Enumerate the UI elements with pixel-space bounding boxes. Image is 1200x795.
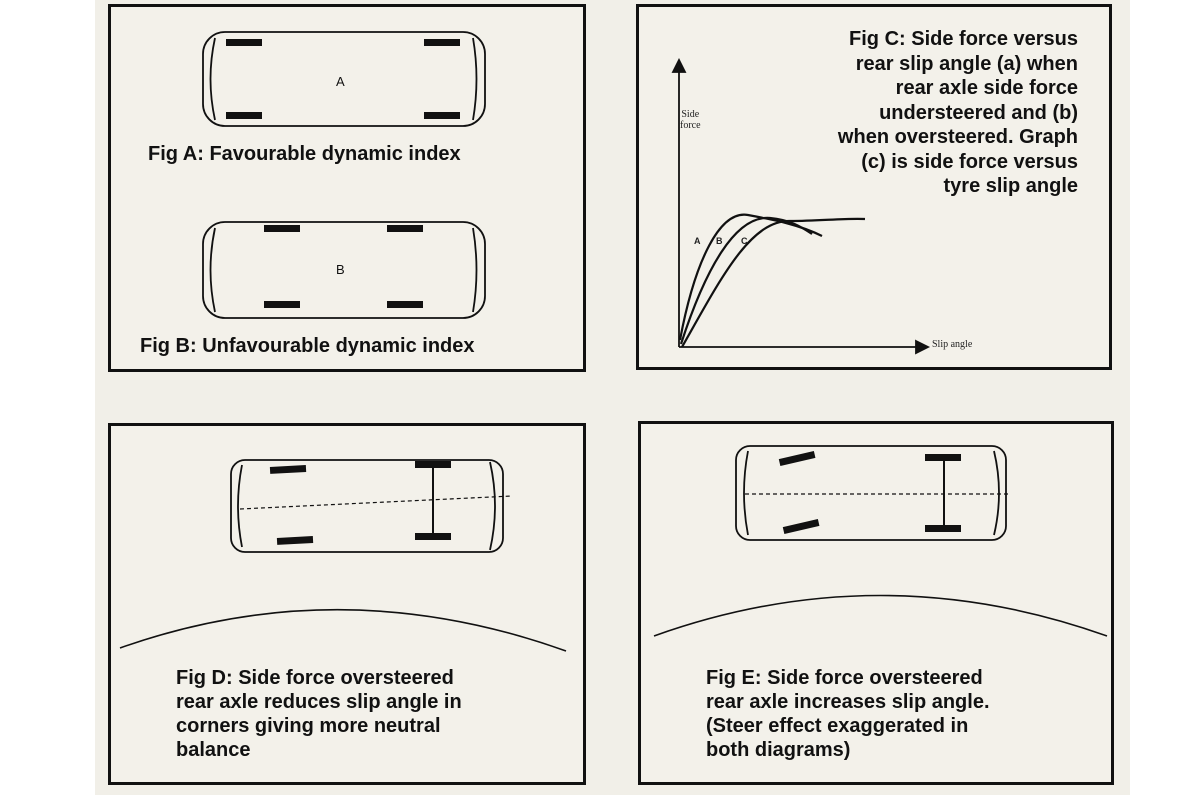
caption-fig-c-line-5: when oversteered. Graph <box>837 126 1078 148</box>
caption-fig-c-line-2: rear slip angle (a) when <box>855 52 1078 75</box>
panel-fig-c <box>636 4 1112 370</box>
caption-fig-a: Fig A: Favourable dynamic index <box>148 143 461 165</box>
caption-fig-b: Fig B: Unfavourable dynamic index <box>140 335 475 357</box>
caption-fig-c-line-3: rear axle side force <box>895 77 1078 99</box>
panel-fig-e <box>638 421 1114 785</box>
curve-a <box>678 213 823 341</box>
x-axis-label: Slip angle <box>932 339 973 350</box>
caption-fig-e-line-3: (Steer effect exaggerated in <box>706 715 969 737</box>
y-axis-label: Side force <box>680 109 701 131</box>
caption-fig-c-line-4: understeered and (b) <box>879 101 1078 124</box>
car-a-outline <box>202 31 486 127</box>
curve-b-label: B <box>716 236 723 246</box>
caption-fig-e-line-2: rear axle increases slip angle. <box>706 691 990 713</box>
car-b-outline <box>202 221 486 319</box>
caption-fig-c: Fig C: Side force versus rear slip angle… <box>752 27 1078 199</box>
caption-fig-d-line-3: corners giving more neutral <box>176 715 441 737</box>
tyres <box>226 39 961 545</box>
caption-fig-c-line-1: Fig C: Side force versus <box>849 28 1078 50</box>
curve-c-label: C <box>741 236 748 246</box>
y-axis-label-line-2: force <box>680 120 701 131</box>
panel-fig-a-b <box>108 4 586 372</box>
caption-fig-e: Fig E: Side force oversteered rear axle … <box>706 666 990 762</box>
y-axis-label-line-1: Side <box>681 109 700 120</box>
car-e-outline <box>735 445 1010 541</box>
road-curve-d <box>119 608 567 652</box>
caption-fig-e-line-4: both diagrams) <box>706 739 851 761</box>
car-a-label: A <box>336 74 345 89</box>
car-b-label: B <box>336 262 345 277</box>
curve-b <box>679 216 813 345</box>
curve-c <box>681 217 866 348</box>
caption-fig-c-line-7: tyre slip angle <box>943 175 1079 197</box>
caption-fig-d-line-2: rear axle reduces slip angle in <box>176 691 462 713</box>
caption-fig-d-line-1: Fig D: Side force oversteered <box>176 667 454 689</box>
caption-fig-c-line-6: (c) is side force versus <box>861 150 1078 173</box>
caption-fig-e-line-1: Fig E: Side force oversteered <box>706 667 983 689</box>
caption-fig-d: Fig D: Side force oversteered rear axle … <box>176 666 462 762</box>
caption-fig-d-line-4: balance <box>176 739 251 761</box>
panel-fig-d <box>108 423 586 785</box>
car-d-outline <box>230 459 513 553</box>
graph-axes <box>671 57 931 355</box>
curve-a-label: A <box>694 236 701 246</box>
road-curve-e <box>653 594 1108 637</box>
